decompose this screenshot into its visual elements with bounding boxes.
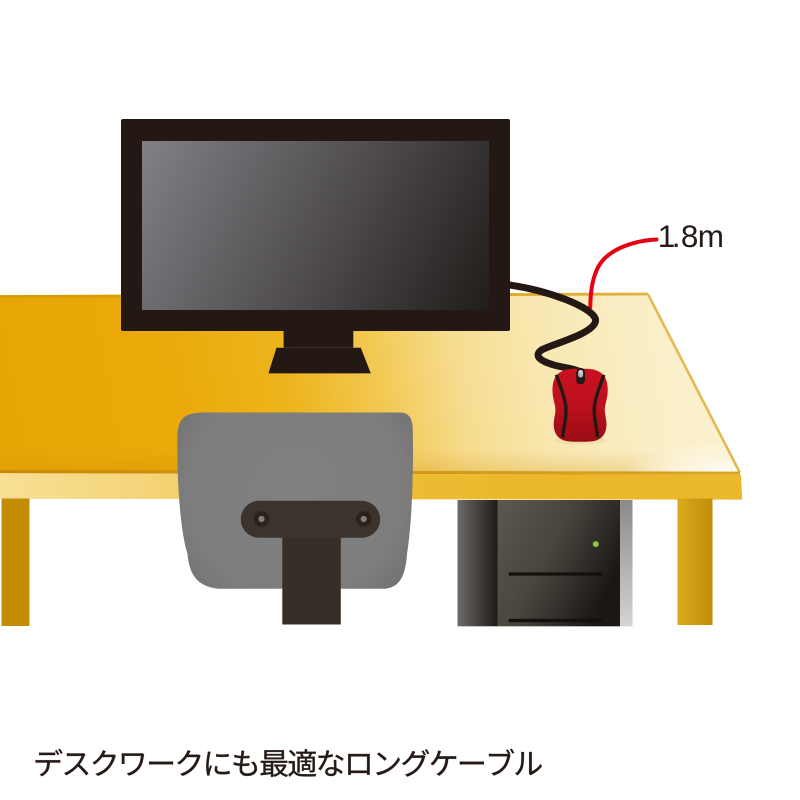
- svg-text:1.8m: 1.8m: [658, 218, 724, 254]
